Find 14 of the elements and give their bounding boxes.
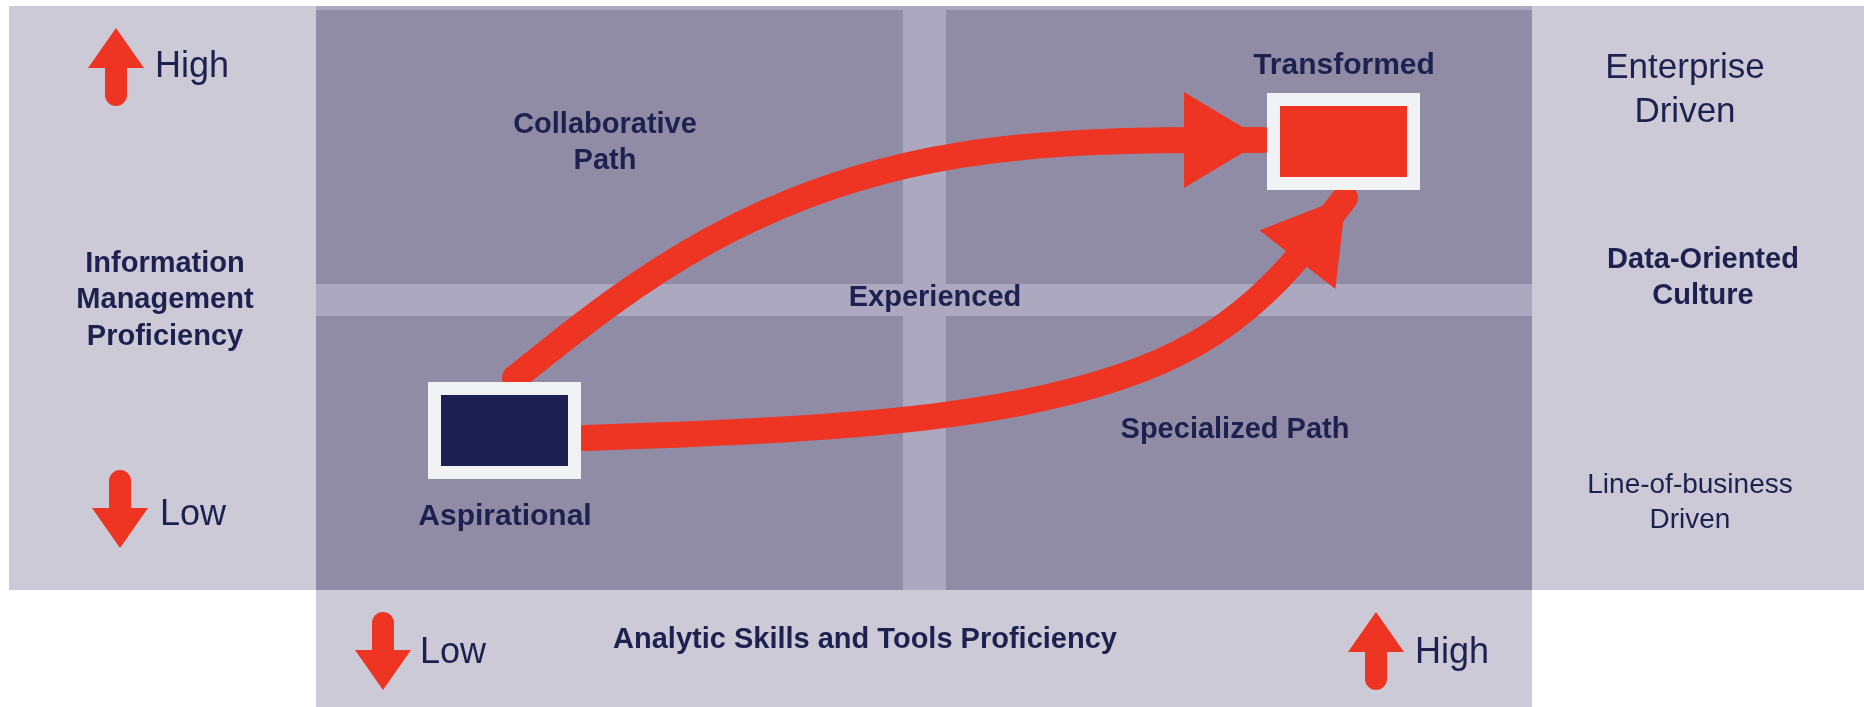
- stage-label: Transformed: [1252, 46, 1436, 82]
- culture-label: Enterprise Driven: [1604, 45, 1766, 131]
- culture-label: Line-of-business Driven: [1586, 467, 1794, 536]
- axis-level-label: High: [155, 43, 231, 87]
- zone-label: Experienced: [847, 279, 1023, 314]
- axis-title: Analytic Skills and Tools Proficiency: [612, 621, 1118, 656]
- axis-title: Information Management Proficiency: [75, 245, 255, 353]
- axis-level-label: High: [1415, 629, 1491, 673]
- quadrant-label: Collaborative Path: [512, 106, 698, 178]
- axis-title: Data-Oriented Culture: [1606, 241, 1800, 313]
- axis-level-label: Low: [160, 491, 228, 535]
- stage-label: Aspirational: [417, 497, 593, 533]
- axis-level-label: Low: [420, 629, 488, 673]
- quadrant-label: Specialized Path: [1119, 411, 1351, 446]
